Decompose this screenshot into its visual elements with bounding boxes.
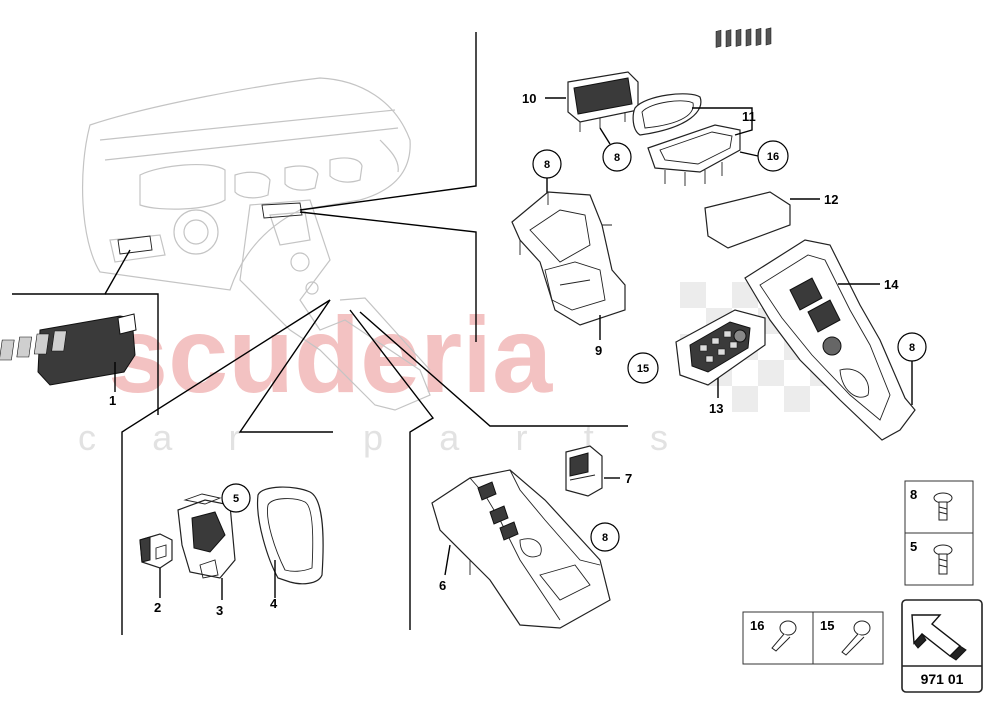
screw-icon xyxy=(933,544,953,575)
callout-7: 7 xyxy=(625,471,632,486)
part-10-display-bezel[interactable] xyxy=(567,71,639,132)
callout-11: 11 xyxy=(742,109,756,124)
legend-ref-15: 15 xyxy=(820,618,834,633)
circled-ref-15: 15 xyxy=(627,352,659,384)
svg-text:8: 8 xyxy=(602,532,608,544)
catalog-nav-box[interactable]: 971 01 xyxy=(901,599,983,693)
circled-ref-16: 16 xyxy=(757,140,789,172)
part-13-control-panel[interactable] xyxy=(675,309,766,386)
part-9-mounting-bracket[interactable] xyxy=(511,191,626,326)
catalog-number: 971 01 xyxy=(921,671,964,687)
callout-12: 12 xyxy=(824,192,838,207)
circled-ref-8-left: 8 xyxy=(532,149,562,179)
svg-text:8: 8 xyxy=(614,152,620,164)
screw-icon xyxy=(933,492,953,521)
callout-3: 3 xyxy=(216,603,223,618)
callout-1: 1 xyxy=(109,393,116,408)
legend-ref-8: 8 xyxy=(910,487,917,502)
watermark-brand: scuderia xyxy=(108,294,553,415)
callout-4: 4 xyxy=(270,596,278,611)
part-11-trim-ring[interactable] xyxy=(632,93,741,186)
callout-6: 6 xyxy=(439,578,446,593)
circled-ref-8-console: 8 xyxy=(590,522,620,552)
svg-text:8: 8 xyxy=(909,342,915,354)
callout-14: 14 xyxy=(884,277,899,292)
part-4-trim-frame[interactable] xyxy=(256,486,324,585)
circled-ref-8-right: 8 xyxy=(897,332,927,362)
callout-9: 9 xyxy=(595,343,602,358)
circled-ref-5: 5 xyxy=(221,483,251,513)
leader-lines xyxy=(12,32,628,635)
svg-text:5: 5 xyxy=(233,493,239,505)
legend-ref-5: 5 xyxy=(910,539,917,554)
callout-13: 13 xyxy=(709,401,723,416)
callout-10: 10 xyxy=(522,91,536,106)
part-12-switch-module[interactable] xyxy=(704,27,791,249)
part-1-switch-panel[interactable] xyxy=(0,313,137,386)
legend-ref-16: 16 xyxy=(750,618,764,633)
dashboard-overview xyxy=(81,77,431,411)
part-2-small-switch[interactable] xyxy=(139,533,173,569)
svg-text:16: 16 xyxy=(767,151,779,163)
circled-ref-8-top: 8 xyxy=(602,142,632,172)
part-14-console-cover[interactable] xyxy=(744,239,916,441)
screw-icon xyxy=(771,620,797,652)
fastener-legend-b: 16 15 xyxy=(742,611,884,665)
screw-icon xyxy=(841,620,871,656)
callout-2: 2 xyxy=(154,600,161,615)
part-7-switch[interactable] xyxy=(565,445,603,497)
fastener-legend-a: 8 5 xyxy=(904,480,974,586)
svg-text:8: 8 xyxy=(544,159,550,171)
part-3-switch-housing[interactable] xyxy=(177,493,236,579)
svg-text:15: 15 xyxy=(637,363,649,375)
arrow-up-left-icon xyxy=(911,614,967,661)
part-6-center-console[interactable] xyxy=(431,469,611,629)
